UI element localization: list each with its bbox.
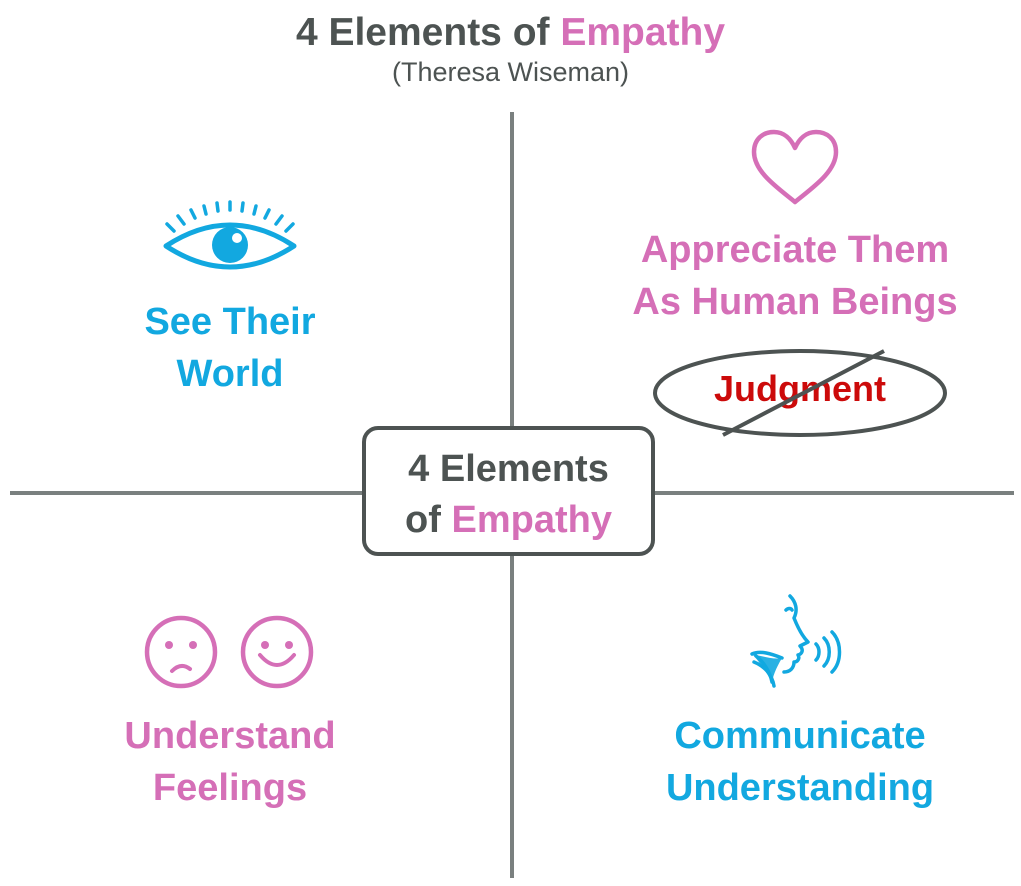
communicate-understanding-line1: Communicate [674, 715, 926, 757]
center-box: 4 Elements of Empathy [362, 426, 655, 556]
understand-feelings-label: Understand Feelings [80, 710, 380, 814]
appreciate-them-label: Appreciate Them As Human Beings [575, 224, 1015, 328]
no-judgment-icon [653, 349, 947, 437]
diagram-header: 4 Elements of Empathy (Theresa Wiseman) [0, 10, 1021, 88]
title-accent: Empathy [560, 11, 726, 54]
sad-face-icon [142, 613, 220, 696]
diagram-title: 4 Elements of Empathy [0, 10, 1021, 56]
center-line2: of Empathy [366, 495, 651, 546]
appreciate-them-line1: Appreciate Them [640, 229, 950, 271]
see-their-world-line1: See Their [144, 301, 316, 343]
understand-feelings-line2: Feelings [152, 767, 308, 809]
communicate-understanding-label: Communicate Understanding [600, 710, 1000, 814]
center-line2-prefix: of [405, 499, 441, 541]
heart-icon [748, 128, 842, 213]
see-their-world-label: See Their World [80, 296, 380, 400]
center-line2-accent: Empathy [451, 499, 612, 541]
happy-face-icon [238, 613, 316, 696]
center-line1: 4 Elements [408, 448, 609, 490]
see-their-world-line2: World [176, 353, 284, 395]
title-prefix: 4 Elements of [295, 11, 550, 54]
appreciate-them-line2: As Human Beings [632, 281, 958, 323]
understand-feelings-line1: Understand [124, 715, 336, 757]
speaking-icon [742, 592, 846, 695]
judgment-text: Judgment [713, 368, 886, 409]
judgment-crossed-out: Judgment [650, 346, 950, 440]
diagram-subtitle: (Theresa Wiseman) [391, 57, 630, 87]
eye-icon [160, 200, 300, 277]
communicate-understanding-line2: Understanding [665, 767, 935, 809]
